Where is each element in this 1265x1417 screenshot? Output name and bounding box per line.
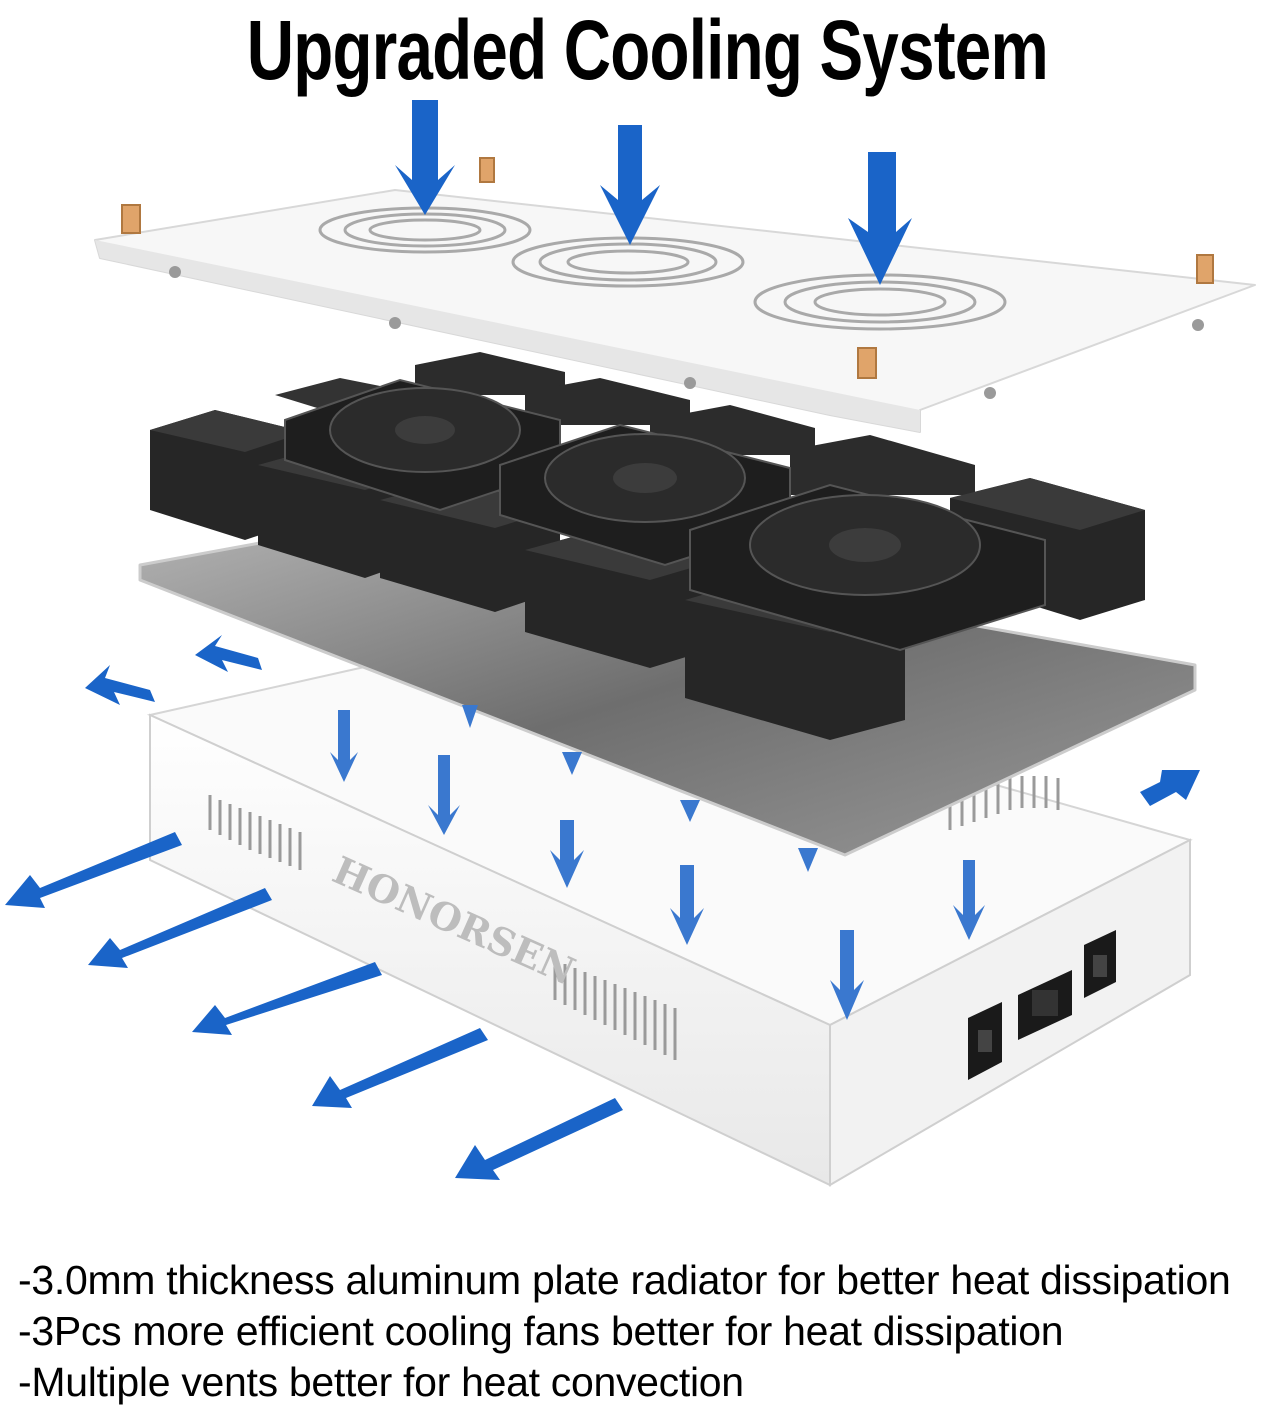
- feature-bullet: -3Pcs more efficient cooling fans better…: [18, 1308, 1064, 1354]
- heat-sink-blocks: [150, 352, 1145, 740]
- exploded-cooling-illustration: HONORSEN: [5, 100, 1256, 1187]
- feature-bullet: -Multiple vents better for heat convecti…: [18, 1359, 744, 1405]
- vented-housing: HONORSEN: [146, 638, 1193, 1187]
- page-title: Upgraded Cooling System: [246, 3, 1049, 97]
- vent-grille: [318, 206, 1007, 331]
- power-switch: [968, 1002, 1002, 1080]
- cooling-fan: [284, 378, 561, 512]
- screw-icon: [169, 266, 1204, 399]
- cooling-fan: [689, 483, 1046, 652]
- feature-list: -3.0mm thickness aluminum plate radiator…: [18, 1255, 1258, 1408]
- power-socket: [1018, 970, 1072, 1040]
- cover-plate: [94, 157, 1256, 433]
- feature-bullet: -3.0mm thickness aluminum plate radiator…: [18, 1257, 1231, 1303]
- side-vents: [208, 776, 1060, 1060]
- airflow-arrow-icon: [330, 705, 985, 1020]
- airflow-arrow-icon: [395, 100, 912, 285]
- mounting-bracket-icon: [121, 157, 1214, 379]
- airflow-arrow-icon: [5, 635, 1200, 1180]
- power-switch: [1084, 930, 1116, 998]
